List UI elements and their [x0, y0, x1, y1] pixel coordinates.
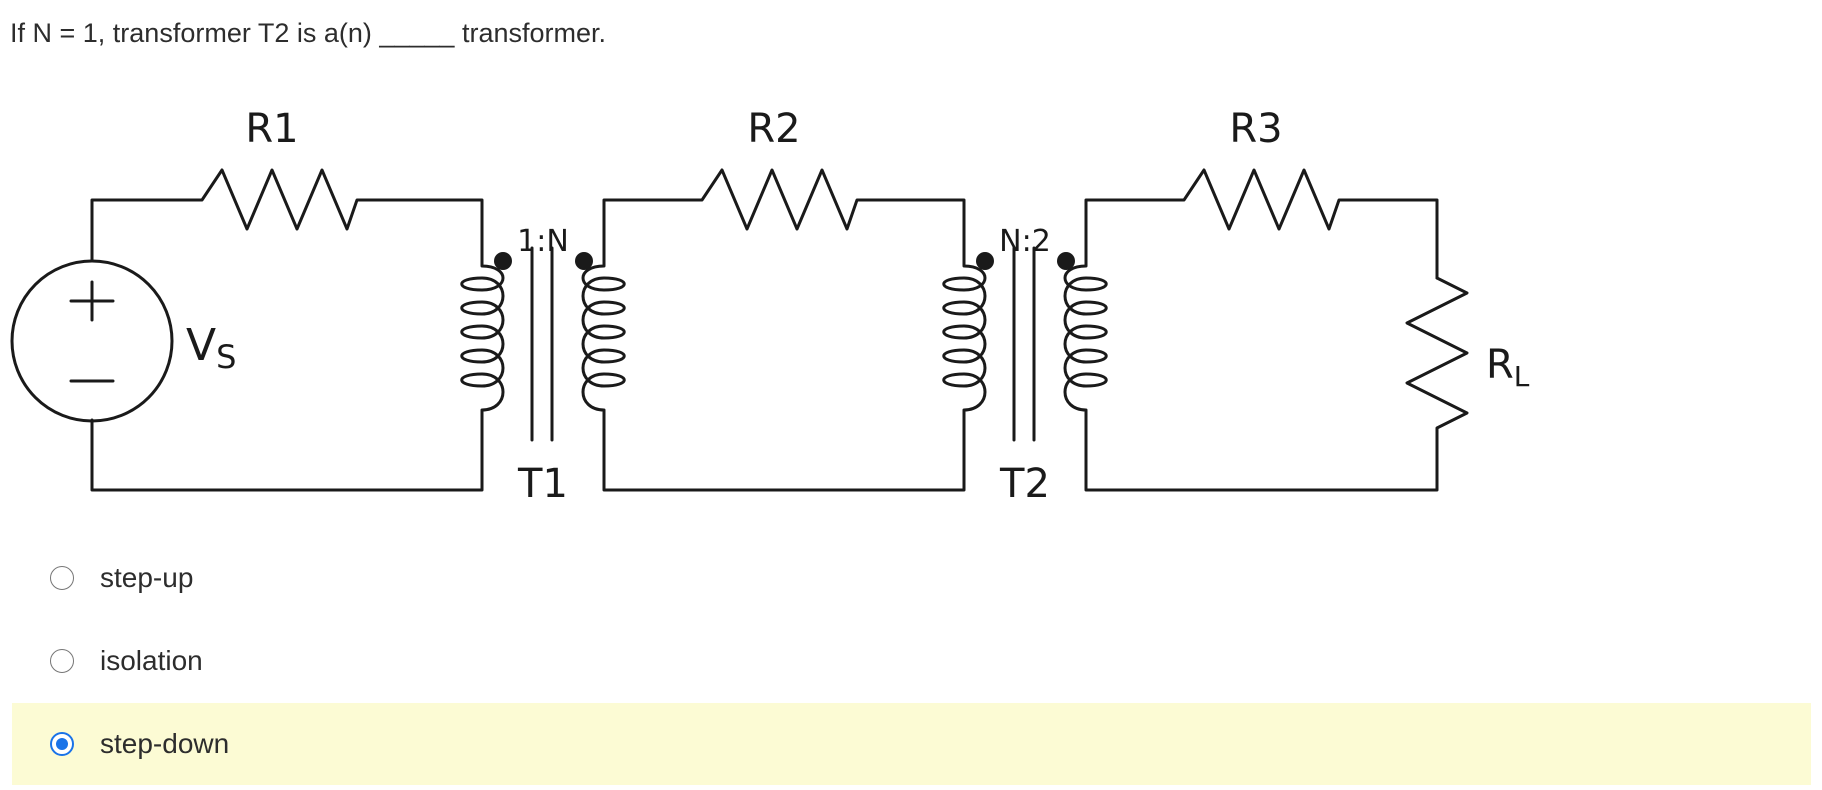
label-r3: R3: [1229, 106, 1282, 152]
label-vs-main: V: [186, 320, 216, 371]
label-t1-ratio: 1:N: [517, 224, 569, 259]
label-rl: RL: [1486, 342, 1530, 393]
label-t1: T1: [517, 461, 568, 507]
choice-label-step-up[interactable]: step-up: [100, 562, 194, 593]
t1-secondary-coil: [581, 244, 626, 468]
radio-step-up[interactable]: [50, 566, 74, 590]
label-rl-subscript: L: [1514, 360, 1530, 393]
t1-primary-coil: [460, 244, 505, 468]
label-r2: R2: [747, 106, 800, 152]
label-t2: T2: [999, 461, 1050, 507]
label-t2-ratio: N:2: [999, 224, 1051, 259]
radio-isolation[interactable]: [50, 649, 74, 673]
t2-primary-coil: [942, 244, 987, 468]
resistor-r2: [602, 168, 966, 248]
wire-source-bottom: [90, 418, 484, 492]
radio-step-down[interactable]: [50, 732, 74, 756]
choice-isolation[interactable]: isolation: [12, 620, 1811, 702]
label-vs: VS: [186, 320, 236, 376]
choice-step-down[interactable]: step-down: [12, 703, 1811, 785]
t1-primary-dot: [494, 252, 512, 270]
choice-step-up[interactable]: step-up: [12, 537, 1811, 619]
wire-middle-bottom: [602, 464, 966, 492]
choice-label-step-down[interactable]: step-down: [100, 728, 230, 759]
label-rl-main: R: [1486, 342, 1514, 388]
resistor-rl: [1084, 276, 1469, 492]
t2-secondary-dot: [1057, 252, 1075, 270]
wire-source-top: [90, 198, 194, 263]
voltage-source: [10, 259, 174, 423]
t1-secondary-dot: [575, 252, 593, 270]
choice-label-isolation[interactable]: isolation: [100, 645, 203, 676]
t2-primary-dot: [976, 252, 994, 270]
resistor-r3: [1084, 168, 1439, 280]
t2-secondary-coil: [1063, 244, 1108, 468]
question-text: If N = 1, transformer T2 is a(n) _____ t…: [10, 18, 606, 48]
label-r1: R1: [245, 106, 298, 152]
label-vs-subscript: S: [216, 338, 236, 376]
resistor-r1: [190, 168, 484, 248]
